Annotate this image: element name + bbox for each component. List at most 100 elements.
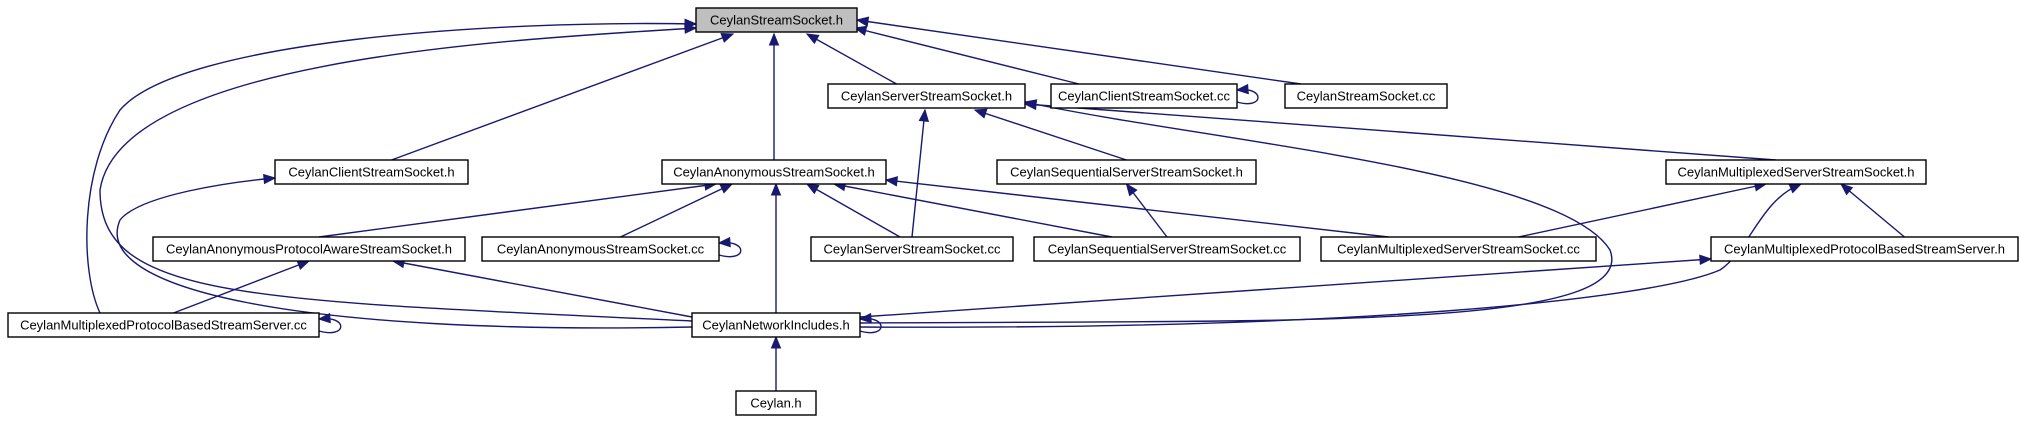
edge-n15-to-n13	[859, 254, 1713, 318]
edge-line	[806, 183, 901, 238]
edge-line	[173, 260, 310, 314]
edge-arrowhead	[858, 312, 872, 324]
edge-arrowhead	[973, 108, 988, 119]
node-box	[691, 312, 861, 338]
edge-line	[1840, 183, 1905, 238]
node-label: CeylanMultiplexedServerStreamSocket.h	[1678, 165, 1915, 180]
edge-n12-to-n7	[1518, 181, 1768, 238]
edge-n7-to-n1	[1023, 99, 1777, 161]
edge-line	[392, 260, 693, 318]
node-box	[810, 236, 1014, 262]
edge-line	[859, 101, 1613, 324]
file-node[interactable]: CeylanNetworkIncludes.h	[691, 312, 861, 338]
edge-arrowhead	[1788, 183, 1803, 194]
node-box	[7, 312, 320, 338]
edge-line	[974, 109, 1127, 161]
node-box	[735, 390, 817, 416]
node-box	[152, 236, 466, 262]
edge-line	[833, 183, 1113, 238]
edge-n9-to-n9	[717, 236, 742, 258]
edge-arrowhead	[884, 176, 899, 187]
edge-n5-to-n0	[768, 32, 780, 160]
node-label: CeylanClientStreamSocket.h	[288, 165, 454, 180]
edge-line	[620, 183, 733, 238]
edge-n12-to-n5	[884, 176, 1389, 238]
node-label: CeylanServerStreamSocket.cc	[823, 242, 1001, 257]
edge-arrowhead	[853, 25, 868, 36]
edge-n3-to-n0	[855, 16, 1302, 85]
edge-n15-to-n0	[99, 23, 698, 322]
file-node[interactable]: CeylanSequentialServerStreamSocket.h	[996, 159, 1257, 185]
node-box	[661, 159, 887, 185]
node-label: CeylanMultiplexedProtocolBasedStreamServ…	[1724, 242, 2005, 257]
edge-arrowhead	[855, 16, 870, 27]
node-label: CeylanAnonymousStreamSocket.h	[673, 165, 875, 180]
file-node[interactable]: CeylanAnonymousStreamSocket.h	[661, 159, 887, 185]
edge-n15-to-n5	[770, 182, 782, 313]
edge-line	[1024, 103, 1777, 161]
node-box	[1284, 83, 1448, 109]
node-label: CeylanNetworkIncludes.h	[702, 318, 849, 333]
node-box	[1320, 236, 1597, 262]
edge-n2-to-n2	[1235, 83, 1259, 105]
node-label: CeylanMultiplexedServerStreamSocket.cc	[1337, 242, 1580, 257]
edge-arrowhead	[317, 312, 331, 324]
edge-n13-to-n7	[1839, 183, 1905, 238]
edge-n9-to-n5	[620, 183, 734, 238]
node-box	[1050, 83, 1238, 109]
node-label: CeylanSequentialServerStreamSocket.h	[1010, 165, 1243, 180]
node-box	[1665, 159, 1927, 185]
node-label: CeylanAnonymousStreamSocket.cc	[497, 242, 705, 257]
edge-arrowhead	[1023, 99, 1038, 110]
node-box	[695, 7, 858, 33]
file-node[interactable]: CeylanMultiplexedServerStreamSocket.cc	[1320, 236, 1597, 262]
file-node[interactable]: CeylanMultiplexedProtocolBasedStreamServ…	[7, 312, 320, 338]
edge-n10-to-n1	[911, 108, 930, 238]
edge-n6-to-n1	[973, 108, 1127, 161]
file-node[interactable]: CeylanAnonymousProtocolAwareStreamSocket…	[152, 236, 466, 262]
nodes-layer: CeylanStreamSocket.hCeylanServerStreamSo…	[7, 7, 2019, 416]
edge-line	[859, 183, 1802, 328]
file-node[interactable]: CeylanServerStreamSocket.cc	[810, 236, 1014, 262]
file-node[interactable]: CeylanClientStreamSocket.h	[274, 159, 469, 185]
edge-line	[854, 27, 1080, 85]
node-label: Ceylan.h	[750, 396, 801, 411]
file-node[interactable]: CeylanSequentialServerStreamSocket.cc	[1033, 236, 1301, 262]
edge-arrowhead	[805, 33, 820, 45]
edge-arrowhead	[296, 260, 311, 271]
edge-n8-to-n5	[318, 180, 718, 238]
edge-line	[806, 33, 897, 85]
file-node[interactable]: CeylanStreamSocket.cc	[1284, 83, 1448, 109]
node-label: CeylanMultiplexedProtocolBasedStreamServ…	[20, 318, 307, 333]
edges-layer	[86, 16, 1905, 391]
edge-line	[86, 22, 697, 314]
edge-n1-to-n0	[805, 33, 897, 85]
node-label: CeylanAnonymousProtocolAwareStreamSocket…	[166, 242, 452, 257]
edge-arrowhead	[263, 173, 277, 185]
edge-n10-to-n5	[805, 183, 901, 238]
edge-n14-to-n14	[317, 312, 342, 334]
node-box	[996, 159, 1257, 185]
edge-line	[856, 19, 1302, 85]
node-label: CeylanClientStreamSocket.cc	[1058, 89, 1230, 104]
edge-n15-to-n1	[859, 99, 1613, 324]
file-node[interactable]: CeylanMultiplexedProtocolBasedStreamServ…	[1710, 236, 2019, 262]
file-node[interactable]: Ceylan.h	[735, 390, 817, 416]
edge-n15-to-n15	[858, 312, 882, 334]
file-node[interactable]: CeylanClientStreamSocket.cc	[1050, 83, 1238, 109]
file-node[interactable]: CeylanMultiplexedServerStreamSocket.h	[1665, 159, 1927, 185]
node-label: CeylanStreamSocket.cc	[1297, 89, 1436, 104]
edge-arrowhead	[1839, 183, 1854, 196]
edge-arrowhead	[720, 33, 735, 43]
edge-line	[911, 109, 926, 238]
edge-arrowhead	[770, 335, 782, 349]
edge-arrowhead	[1699, 254, 1713, 266]
edge-line	[116, 177, 693, 329]
file-node[interactable]: CeylanServerStreamSocket.h	[827, 83, 1026, 109]
node-label: CeylanServerStreamSocket.h	[841, 89, 1012, 104]
node-label: CeylanSequentialServerStreamSocket.cc	[1048, 242, 1287, 257]
file-node[interactable]: CeylanAnonymousStreamSocket.cc	[481, 236, 720, 262]
edge-n14-to-n8	[173, 260, 311, 314]
edge-n15-to-n4	[116, 173, 693, 329]
